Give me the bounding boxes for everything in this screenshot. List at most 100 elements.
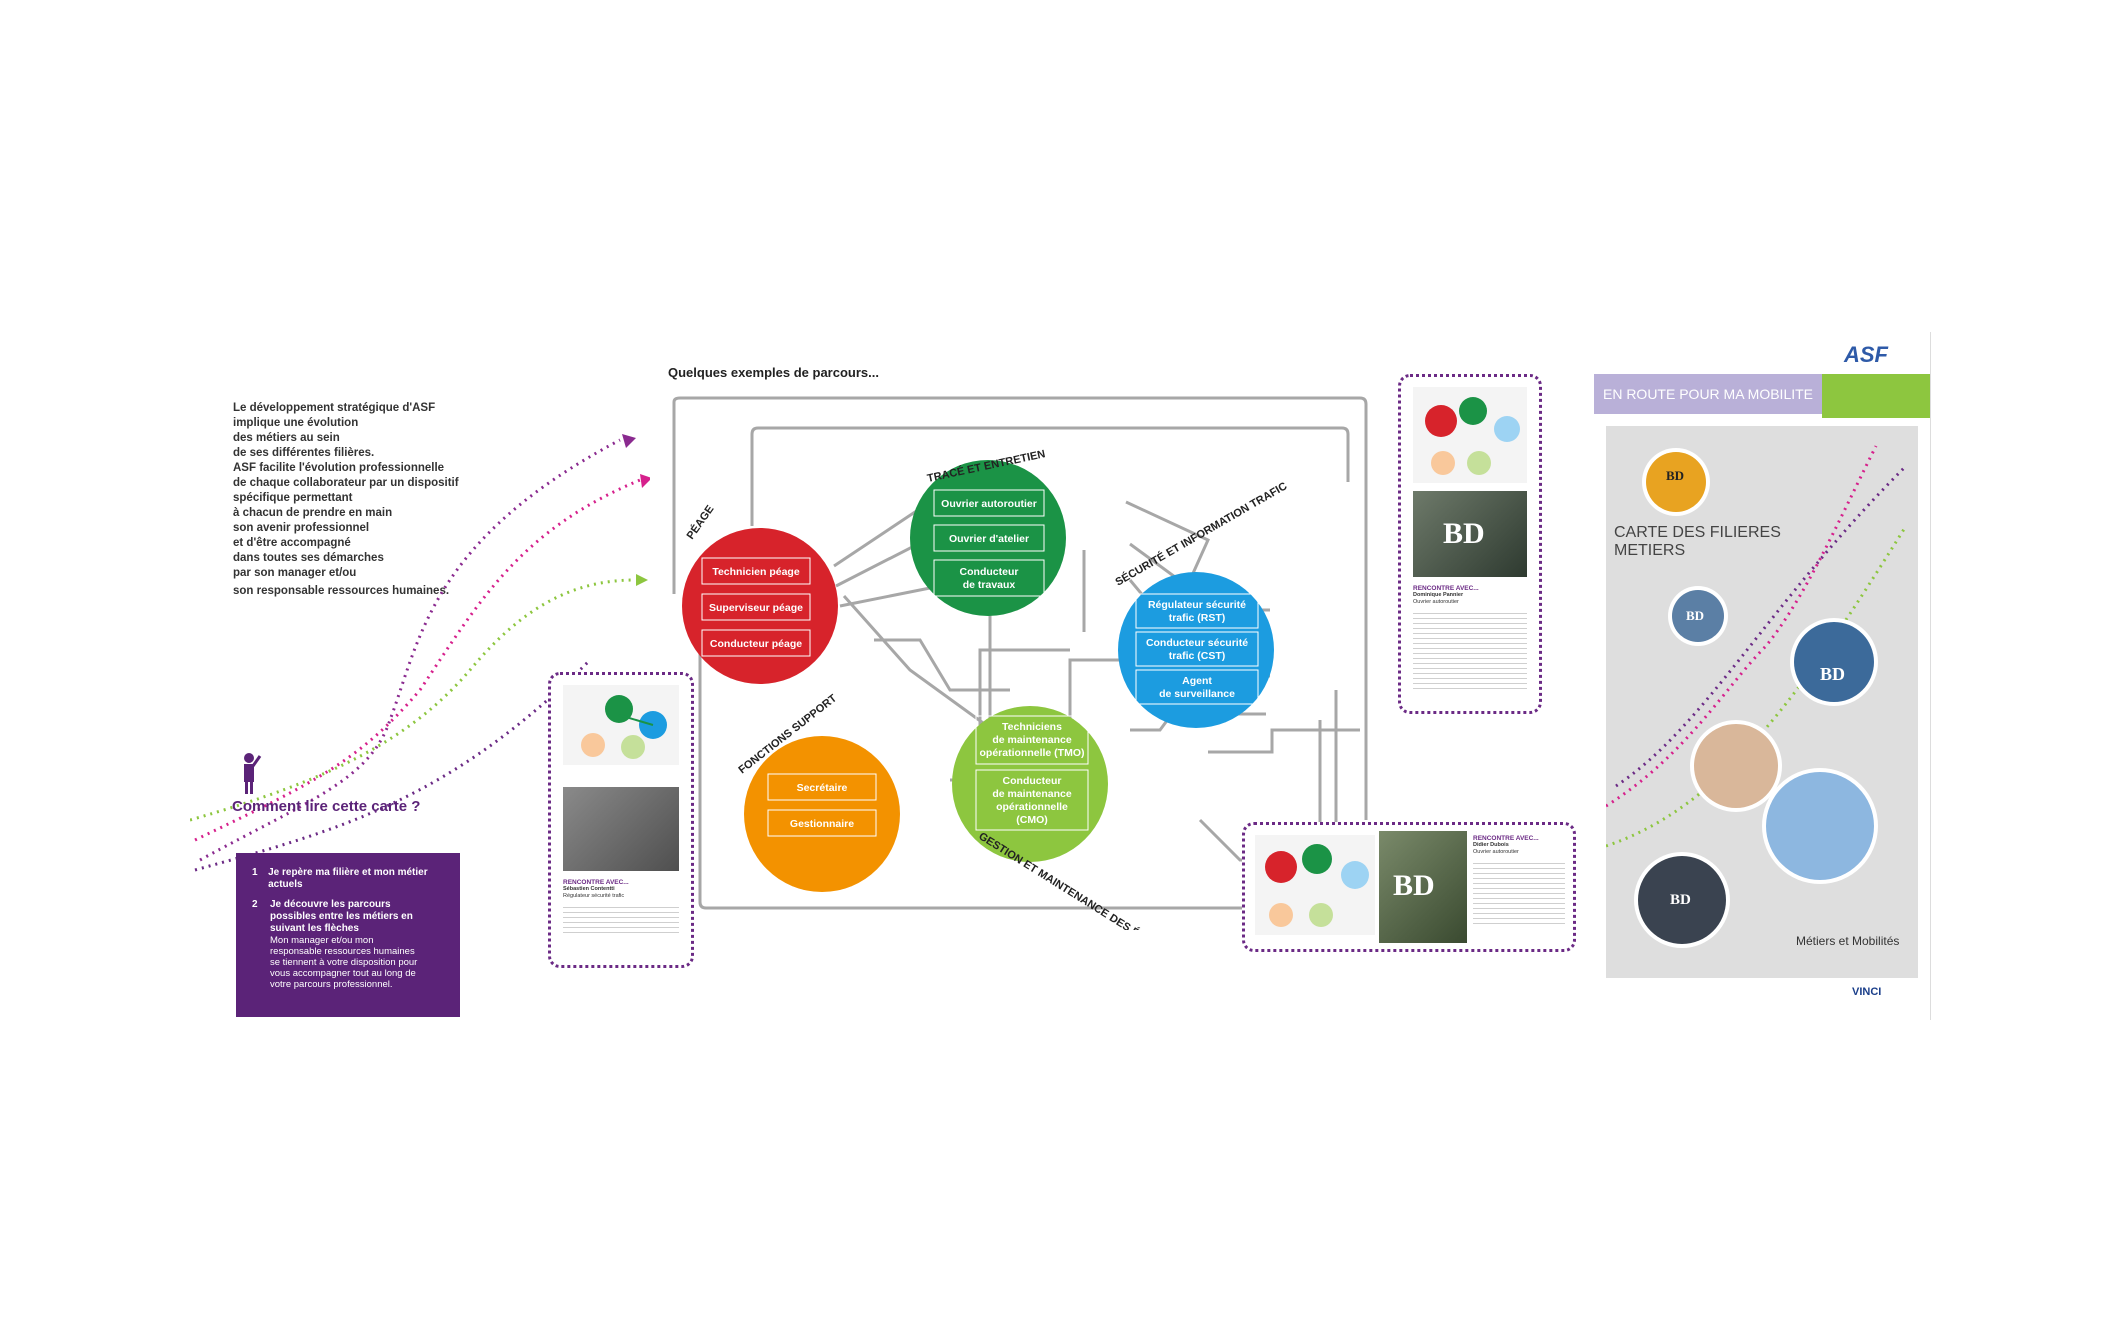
card-text: RENCONTRE AVEC... Dominique Pannier Ouvr… — [1413, 585, 1527, 689]
intro-line: son avenir professionnel — [233, 522, 370, 534]
dotted-arrow-purple-2 — [194, 658, 592, 872]
job-secretaire[interactable]: Secrétaire — [767, 773, 877, 801]
bd-label: BD — [1443, 517, 1485, 550]
diagram-title: Quelques exemples de parcours... — [668, 365, 879, 380]
job-conducteur-securite[interactable]: Conducteur sécurité trafic (CST) — [1135, 631, 1259, 667]
poster-footer: Métiers et Mobilités — [1796, 934, 1900, 948]
connector-line — [1125, 500, 1210, 581]
job-label: de travaux — [963, 579, 1016, 591]
job-label: Ouvrier autoroutier — [941, 498, 1037, 510]
step-1: 1 Je repère ma filière et mon métier act… — [236, 867, 460, 891]
job-label: opérationnelle (TMO) — [980, 747, 1085, 759]
step-text: Je repère ma filière et mon métier actue… — [268, 867, 428, 890]
card-text: RENCONTRE AVEC... Sébastien Contentti Ré… — [563, 879, 679, 937]
poster: ASF EN ROUTE POUR MA MOBILITE BD BD BD B… — [1594, 332, 1931, 1020]
photo-circle — [1694, 724, 1778, 808]
step-2: 2 Je découvre les parcours possibles ent… — [236, 899, 460, 935]
person-photo: BD — [1379, 831, 1467, 943]
poster-title: CARTE DES FILIERES METIERS — [1614, 524, 1781, 559]
person-photo — [563, 787, 679, 871]
securite-circle — [1118, 572, 1274, 728]
card-text: RENCONTRE AVEC... Didier Dubois Ouvrier … — [1473, 835, 1565, 925]
intro-line: par son manager et/ou — [233, 567, 357, 579]
how-to-note: Mon manager et/ou mon responsable ressou… — [270, 935, 418, 990]
intro-line: de chaque collaborateur par un dispositi… — [233, 477, 459, 489]
job-label: Conducteur sécurité — [1146, 637, 1248, 649]
job-label: Secrétaire — [797, 782, 848, 794]
job-label: Conducteur — [1003, 775, 1062, 787]
arrowhead-icon — [622, 434, 636, 448]
connector-line — [842, 595, 991, 730]
job-label: Superviseur péage — [709, 602, 803, 614]
arrowhead-icon — [636, 574, 648, 586]
intro-text: Le développement stratégique d'ASF impli… — [233, 401, 473, 599]
vinci-logo: VINCI — [1852, 986, 1882, 998]
job-label: Technicien péage — [712, 566, 799, 578]
card-body-lines — [1413, 609, 1527, 689]
photo-circle — [1646, 452, 1706, 512]
testimonial-card-1[interactable]: RENCONTRE AVEC... Sébastien Contentti Ré… — [548, 672, 694, 968]
job-label: de maintenance — [992, 788, 1072, 800]
job-label: Conducteur — [960, 566, 1019, 578]
peage-circle — [682, 528, 838, 684]
job-gestionnaire[interactable]: Gestionnaire — [767, 809, 877, 837]
job-conducteur-maintenance[interactable]: Conducteur de maintenance opérationnelle… — [975, 769, 1089, 831]
dotted-arrow-pink — [194, 478, 641, 842]
cluster-maintenance: GESTION ET MAINTENANCE DES ÉQUIPEMENTS T… — [952, 706, 1204, 930]
job-conducteur-peage[interactable]: Conducteur péage — [701, 629, 811, 657]
poster-graphics — [1606, 445, 1908, 948]
trace-circle — [910, 460, 1066, 616]
job-label: trafic (RST) — [1169, 612, 1226, 624]
card-body-lines — [1473, 859, 1565, 925]
dotted-arrow-purple — [199, 438, 621, 862]
cluster-securite: SÉCURITÉ ET INFORMATION TRAFIC Régulateu… — [1113, 479, 1289, 728]
job-ouvrier-autoroutier[interactable]: Ouvrier autoroutier — [933, 489, 1045, 517]
bd-label: BD — [1820, 664, 1846, 684]
mini-diagram — [1413, 387, 1527, 483]
card-body-lines — [563, 903, 679, 937]
job-label: Conducteur péage — [710, 638, 802, 650]
intro-line: des métiers au sein — [233, 432, 340, 444]
job-label: de maintenance — [992, 734, 1072, 746]
card-heading: RENCONTRE AVEC... — [563, 879, 629, 886]
cluster-support: FONCTIONS SUPPORT Secrétaire Gestionnair… — [736, 692, 900, 892]
job-label: Agent — [1182, 675, 1212, 687]
arrowhead-icon — [640, 474, 650, 488]
testimonial-card-3[interactable]: BD RENCONTRE AVEC... Didier Dubois Ouvri… — [1242, 822, 1576, 952]
mini-diagram — [563, 685, 679, 765]
bd-label: BD — [1686, 608, 1705, 623]
card-role: Ouvrier autoroutier — [1473, 848, 1519, 855]
photo-circle — [1766, 772, 1874, 880]
job-conducteur-travaux[interactable]: Conducteur de travaux — [933, 559, 1045, 597]
job-technicien-peage[interactable]: Technicien péage — [701, 557, 811, 585]
career-path-diagram: PÉAGE Technicien péage Superviseur péage… — [672, 396, 1368, 930]
card-name: Didier Dubois — [1473, 842, 1509, 848]
job-label: Gestionnaire — [790, 818, 854, 830]
dotted-arrows-left — [190, 434, 650, 872]
cluster-peage: PÉAGE Technicien péage Superviseur péage… — [682, 503, 838, 684]
job-superviseur-peage[interactable]: Superviseur péage — [701, 593, 811, 621]
job-label: de surveillance — [1159, 688, 1235, 700]
poster-green-block — [1822, 374, 1930, 418]
job-label: opérationnelle — [996, 801, 1068, 813]
support-circle — [744, 736, 900, 892]
job-label: (CMO) — [1016, 814, 1048, 826]
cluster-trace: TRACÉ ET ENTRETIEN Ouvrier autoroutier O… — [910, 447, 1066, 616]
step-text: Je découvre les parcours possibles entre… — [270, 899, 413, 934]
bd-label: BD — [1666, 468, 1685, 483]
job-label: trafic (CST) — [1169, 650, 1226, 662]
how-to-read-box: 1 Je repère ma filière et mon métier act… — [236, 853, 460, 1017]
job-regulateur-securite[interactable]: Régulateur sécurité trafic (RST) — [1135, 593, 1259, 629]
photo-circle — [1794, 622, 1874, 702]
job-label: Ouvrier d'atelier — [949, 533, 1029, 545]
job-ouvrier-atelier[interactable]: Ouvrier d'atelier — [933, 524, 1045, 552]
intro-line: de ses différentes filières. — [233, 447, 375, 459]
connector-line — [1208, 728, 1360, 754]
bd-label: BD — [1670, 892, 1691, 908]
testimonial-card-2[interactable]: BD RENCONTRE AVEC... Dominique Pannier O… — [1398, 374, 1542, 714]
job-agent-surveillance[interactable]: Agent de surveillance — [1135, 669, 1259, 705]
intro-line: implique une évolution — [233, 417, 359, 429]
job-techniciens-maintenance[interactable]: Techniciens de maintenance opérationnell… — [975, 715, 1089, 765]
maintenance-circle — [952, 706, 1108, 862]
photo-circle — [1638, 856, 1726, 944]
